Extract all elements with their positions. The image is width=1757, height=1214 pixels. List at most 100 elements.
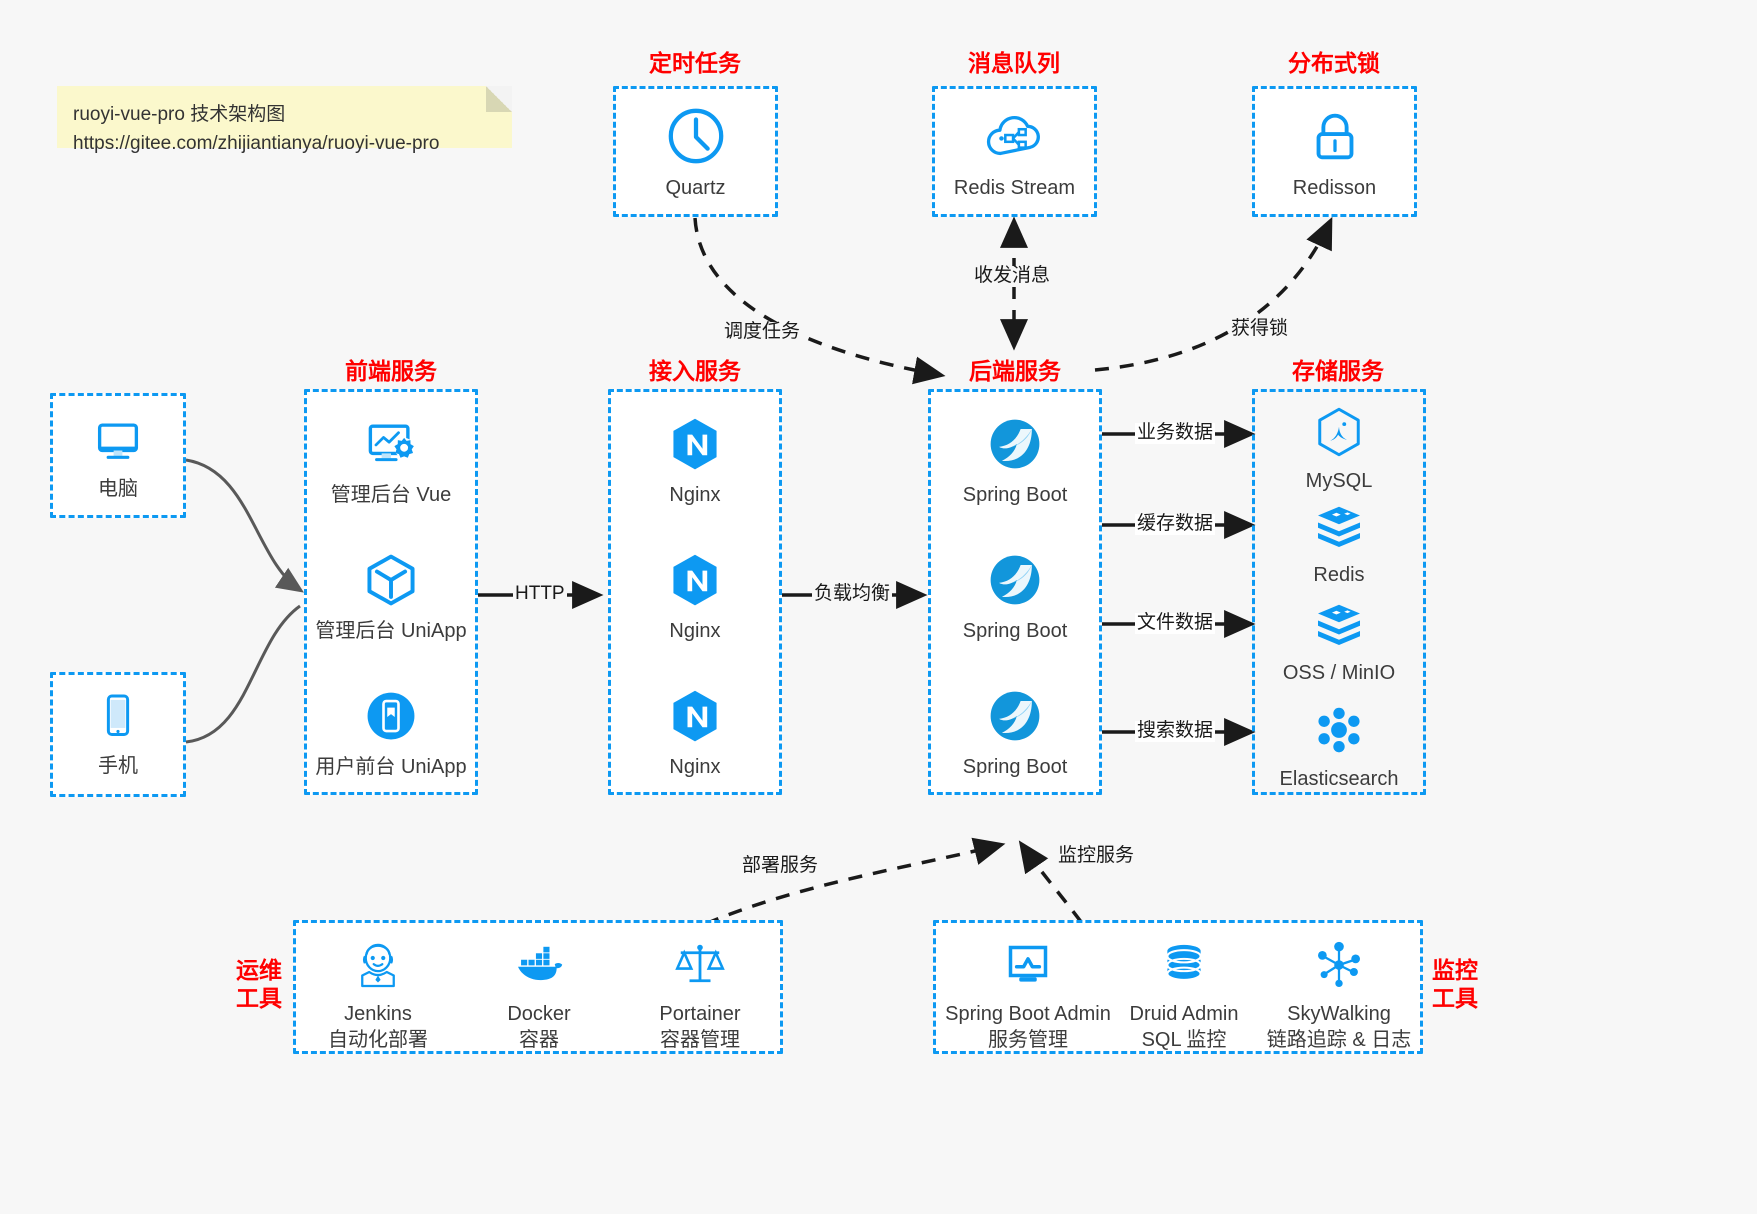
node-redis[interactable]: Redis xyxy=(1255,498,1423,588)
node-portainer[interactable]: Portainer 容器管理 xyxy=(620,937,780,1053)
nginx-icon xyxy=(665,550,725,610)
node-sublabel: 服务管理 xyxy=(988,1029,1068,1051)
node-label: Redisson xyxy=(1292,177,1377,199)
spring-boot-icon xyxy=(985,686,1045,746)
node-phone[interactable]: 手机 xyxy=(53,689,183,779)
group-box-backend: Spring Boot Spring Boot Spring Boot xyxy=(928,389,1102,795)
group-title-backend: 后端服务 xyxy=(969,358,1061,384)
note-line-title: ruoyi-vue-pro 技术架构图 xyxy=(73,104,286,125)
node-label: Portainer xyxy=(659,1003,741,1025)
node-sublabel: 自动化部署 xyxy=(328,1029,428,1051)
spring-boot-icon xyxy=(985,550,1045,610)
ops-title-line1: 运维 xyxy=(236,957,282,983)
node-elasticsearch[interactable]: Elasticsearch xyxy=(1255,702,1423,792)
node-label: 管理后台 Vue xyxy=(330,484,452,506)
lock-icon xyxy=(1304,105,1366,167)
node-spring-boot-2[interactable]: Spring Boot xyxy=(931,550,1099,644)
mobile-app-icon xyxy=(361,686,421,746)
node-label: Druid Admin xyxy=(1129,1003,1239,1025)
edge-label-schedule-task: 调度任务 xyxy=(722,321,803,343)
edge-label-load-balance: 负载均衡 xyxy=(812,583,893,605)
admin-dashboard-icon xyxy=(361,414,421,474)
node-label: Quartz xyxy=(665,177,726,199)
jenkins-icon xyxy=(350,937,406,993)
node-label: Elasticsearch xyxy=(1279,768,1399,790)
edge-desktop-to-frontend xyxy=(185,458,304,593)
node-sublabel: 容器管理 xyxy=(660,1029,740,1051)
note-fold-corner xyxy=(486,86,512,112)
edge-label-file-data: 文件数据 xyxy=(1135,612,1216,634)
node-sublabel: 容器 xyxy=(519,1029,559,1051)
monitor-title-line1: 监控 xyxy=(1432,957,1478,983)
uniapp-cube-icon xyxy=(361,550,421,610)
node-label: Nginx xyxy=(669,620,721,642)
node-label: Spring Boot xyxy=(962,484,1068,506)
node-docker[interactable]: Docker 容器 xyxy=(459,937,619,1053)
druid-db-icon xyxy=(1156,937,1212,993)
edge-phone-to-frontend xyxy=(185,604,301,744)
group-box-ops-tools: Jenkins 自动化部署 xyxy=(293,920,783,1054)
monitor-title-line2: 工具 xyxy=(1432,985,1478,1012)
node-spring-boot-admin[interactable]: Spring Boot Admin 服务管理 xyxy=(938,937,1118,1053)
node-spring-boot-1[interactable]: Spring Boot xyxy=(931,414,1099,508)
node-admin-vue[interactable]: 管理后台 Vue xyxy=(307,414,475,508)
node-label: 电脑 xyxy=(98,478,138,500)
oss-stack-icon xyxy=(1311,596,1367,652)
group-box-client-phone: 手机 xyxy=(50,672,186,797)
node-label: Spring Boot Admin xyxy=(945,1003,1111,1025)
node-redis-stream[interactable]: Redis Stream xyxy=(935,105,1094,201)
group-title-frontend: 前端服务 xyxy=(345,358,437,384)
node-label: Spring Boot xyxy=(962,756,1068,778)
edge-label-monitor-service: 监控服务 xyxy=(1056,845,1137,867)
group-box-frontend: 管理后台 Vue 管理后台 UniApp 用户前台 UniApp xyxy=(304,389,478,795)
node-label: 用户前台 UniApp xyxy=(315,756,467,778)
node-jenkins[interactable]: Jenkins 自动化部署 xyxy=(298,937,458,1053)
elasticsearch-icon xyxy=(1311,702,1367,758)
node-mysql[interactable]: MySQL xyxy=(1255,404,1423,494)
node-label: SkyWalking xyxy=(1287,1003,1391,1025)
node-quartz[interactable]: Quartz xyxy=(616,105,775,201)
spring-boot-admin-icon xyxy=(1000,937,1056,993)
group-title-scheduled-task: 定时任务 xyxy=(649,50,741,76)
node-nginx-3[interactable]: Nginx xyxy=(611,686,779,780)
node-sublabel: SQL 监控 xyxy=(1141,1029,1227,1051)
redis-stack-icon xyxy=(1311,498,1367,554)
node-admin-uniapp[interactable]: 管理后台 UniApp xyxy=(307,550,475,644)
skywalking-icon xyxy=(1311,937,1367,993)
node-druid-admin[interactable]: Druid Admin SQL 监控 xyxy=(1104,937,1264,1053)
node-oss-minio[interactable]: OSS / MinIO xyxy=(1255,596,1423,686)
title-sticky-note: ruoyi-vue-pro 技术架构图 https://gitee.com/zh… xyxy=(57,86,512,154)
edge-label-business-data: 业务数据 xyxy=(1135,422,1216,444)
node-nginx-2[interactable]: Nginx xyxy=(611,550,779,644)
group-title-ops-tools: 运维 工具 xyxy=(228,956,290,1012)
spring-boot-icon xyxy=(985,414,1045,474)
ops-title-line2: 工具 xyxy=(236,985,282,1012)
group-title-message-queue: 消息队列 xyxy=(968,50,1060,76)
desktop-icon xyxy=(90,412,146,468)
edge-label-cache-data: 缓存数据 xyxy=(1135,513,1216,535)
cloud-stream-icon xyxy=(984,105,1046,167)
portainer-icon xyxy=(672,937,728,993)
node-spring-boot-3[interactable]: Spring Boot xyxy=(931,686,1099,780)
group-title-gateway: 接入服务 xyxy=(649,358,741,384)
docker-icon xyxy=(511,937,567,993)
mobile-phone-icon xyxy=(90,689,146,745)
node-skywalking[interactable]: SkyWalking 链路追踪 & 日志 xyxy=(1254,937,1424,1053)
group-box-storage: MySQL Redis xyxy=(1252,389,1426,795)
node-redisson[interactable]: Redisson xyxy=(1255,105,1414,201)
mysql-icon xyxy=(1311,404,1367,460)
group-title-monitor-tools: 监控 工具 xyxy=(1424,956,1486,1012)
node-desktop[interactable]: 电脑 xyxy=(53,412,183,502)
edge-label-acquire-lock: 获得锁 xyxy=(1229,318,1291,340)
note-line-url: https://gitee.com/zhijiantianya/ruoyi-vu… xyxy=(73,133,440,155)
node-label: Docker xyxy=(507,1003,571,1025)
edge-label-search-data: 搜索数据 xyxy=(1135,720,1216,742)
group-title-storage: 存储服务 xyxy=(1292,358,1384,384)
nginx-icon xyxy=(665,414,725,474)
node-user-uniapp[interactable]: 用户前台 UniApp xyxy=(307,686,475,780)
node-nginx-1[interactable]: Nginx xyxy=(611,414,779,508)
group-box-distributed-lock: Redisson xyxy=(1252,86,1417,217)
node-label: Redis Stream xyxy=(953,177,1076,199)
